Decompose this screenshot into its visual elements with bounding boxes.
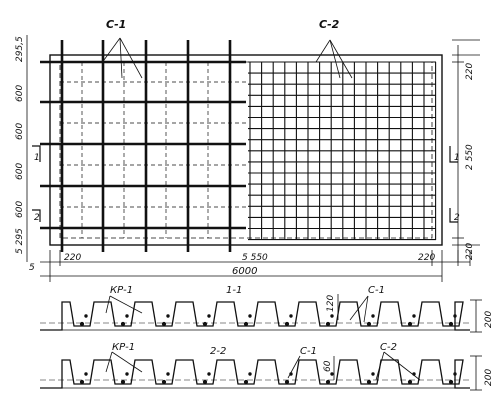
section-2-title: 2-2 <box>210 346 226 357</box>
mesh-c2 <box>248 61 437 241</box>
plan-view <box>26 35 480 282</box>
mesh-c2-label: С-2 <box>319 18 340 31</box>
section-1-dim-v: 120 <box>326 295 336 312</box>
section-mark-2-right: 2 <box>454 213 460 223</box>
bottom-dim-right: 220 <box>418 253 435 263</box>
right-dim-mid: 2 550 <box>465 144 475 170</box>
left-dim-2: 600 <box>15 85 25 102</box>
right-dim-top: 220 <box>465 63 475 80</box>
section-mark-1-right: 1 <box>454 153 460 163</box>
bottom-dim-total: 6000 <box>232 266 257 277</box>
section-2-c1-label: С-1 <box>300 346 317 357</box>
section-1-dim-h: 200 <box>484 311 494 328</box>
section-1-1-labels: КР-1 1-1 С-1 120 200 <box>110 285 494 328</box>
section-2-c2-label: С-2 <box>380 342 397 353</box>
left-dim-5: 600 <box>15 201 25 218</box>
left-dim-1: 295,5 <box>15 36 25 62</box>
bottom-dim-left: 220 <box>64 253 81 263</box>
right-dim-bottom: 220 <box>465 243 475 260</box>
section-mark-1-left: 1 <box>34 153 40 163</box>
left-dim-3: 600 <box>15 123 25 140</box>
section-2-dim-v: 60 <box>323 360 333 372</box>
left-dim-6: 5 295 <box>15 228 25 254</box>
mesh-c1-label: С-1 <box>106 18 126 31</box>
left-dim-4: 600 <box>15 163 25 180</box>
section-2-kr-label: КР-1 <box>112 342 135 353</box>
section-1-title: 1-1 <box>226 285 242 296</box>
slab-outline <box>49 54 443 246</box>
mesh-c1 <box>40 40 246 252</box>
section-1-c-label: С-1 <box>368 285 385 296</box>
section-1-kr-label: КР-1 <box>110 285 133 296</box>
section-1-1 <box>40 294 482 333</box>
section-2-dim-h: 200 <box>484 369 494 386</box>
section-2-2 <box>40 351 482 391</box>
bottom-dim-mid: 5 550 <box>242 253 268 263</box>
slab-inner-outline <box>59 61 433 239</box>
left-dim-small: 5 <box>29 263 35 273</box>
section-2-2-labels: КР-1 2-2 С-1 С-2 60 200 <box>112 342 494 386</box>
plan-labels: С-1 С-2 295,5 600 600 600 600 5 295 5 22… <box>15 18 475 277</box>
section-mark-2-left: 2 <box>34 213 40 223</box>
